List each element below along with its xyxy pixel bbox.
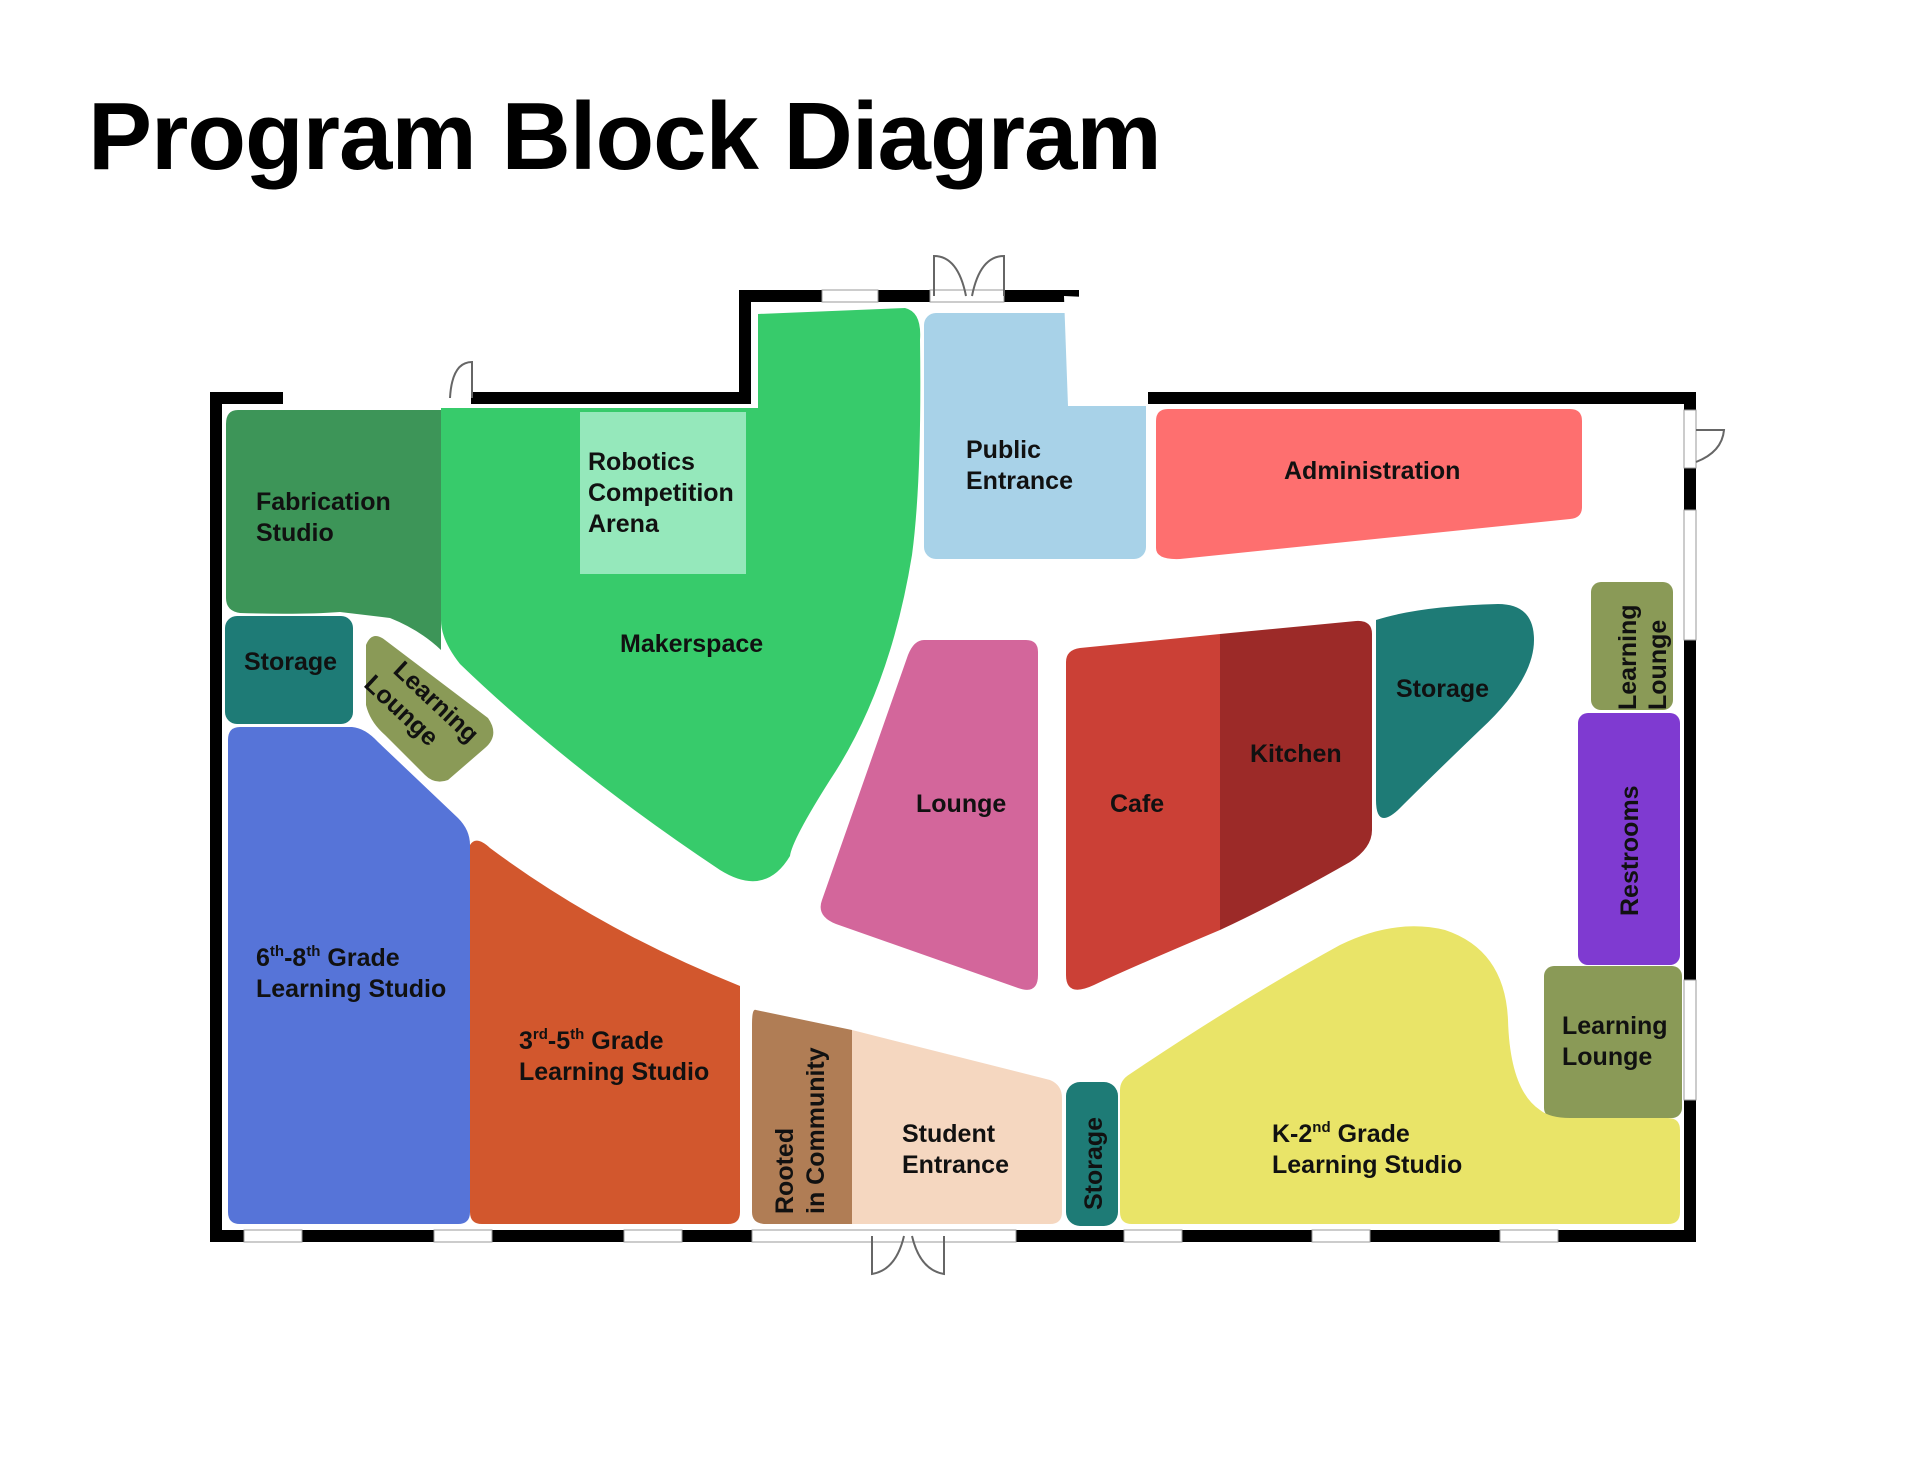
- label-cafe: Cafe: [1110, 790, 1164, 818]
- room-grade-6-8: [228, 727, 470, 1224]
- label-learning-lounge-right-top: Learning Lounge: [1614, 597, 1672, 710]
- room-administration: [1156, 409, 1582, 560]
- exterior-walls: [210, 290, 1696, 1242]
- door-south-right-icon: [911, 1235, 945, 1276]
- window-south-3: [623, 1229, 683, 1243]
- room-student-entrance: [852, 1030, 1062, 1224]
- label-learning-lounge-right: Learning Lounge: [1562, 1012, 1675, 1071]
- label-fabrication-studio: Fabrication Studio: [256, 488, 398, 547]
- room-rooted-in-community: [752, 1009, 852, 1224]
- room-storage-left: [225, 616, 353, 724]
- label-grade-k-2-line1: K-2nd Grade: [1272, 1119, 1410, 1148]
- window-east-2: [1683, 979, 1697, 1101]
- room-cafe: [1066, 634, 1220, 990]
- label-rooted-in-community: Rooted in Community: [771, 1047, 830, 1214]
- door-west-top-icon: [449, 360, 473, 399]
- label-grade-6-8-line2: Learning Studio: [256, 975, 446, 1003]
- label-student-entrance: Student Entrance: [902, 1120, 1009, 1179]
- label-robotics-arena: Robotics Competition Arena: [588, 448, 741, 538]
- door-south-left-icon: [871, 1235, 905, 1276]
- room-learning-lounge-diag: [366, 636, 494, 782]
- label-grade-k-2-line2: Learning Studio: [1272, 1151, 1462, 1179]
- doors: [449, 254, 1726, 1276]
- window-south-2: [433, 1229, 493, 1243]
- room-grade-3-5: [470, 840, 740, 1224]
- door-north-gap: [929, 289, 1005, 303]
- door-north-right-icon: [971, 254, 1005, 297]
- label-kitchen: Kitchen: [1250, 740, 1342, 768]
- label-public-entrance: Public Entrance: [966, 436, 1073, 495]
- room-makerspace: [441, 308, 921, 882]
- wall-openings: [243, 289, 1697, 1243]
- room-storage-right: [1376, 604, 1534, 818]
- door-north-left-icon: [933, 254, 967, 297]
- room-public-entrance-notch: [1064, 296, 1148, 406]
- door-east-gap: [1683, 409, 1697, 469]
- room-learning-lounge-right: [1544, 966, 1682, 1118]
- wall-north-left: [210, 290, 1696, 1242]
- room-lounge: [820, 640, 1038, 990]
- label-lounge: Lounge: [916, 790, 1006, 818]
- label-makerspace: Makerspace: [620, 630, 763, 658]
- room-kitchen: [1220, 620, 1372, 930]
- page-title: Program Block Diagram: [88, 83, 1162, 190]
- window-south-4: [1123, 1229, 1183, 1243]
- room-fabrication-studio: [226, 410, 441, 650]
- door-east-icon: [1695, 429, 1726, 463]
- label-storage-left: Storage: [244, 648, 337, 676]
- room-storage-bottom: [1066, 1082, 1118, 1226]
- window-south-5: [1311, 1229, 1371, 1243]
- window-north-1: [821, 289, 879, 303]
- room-robotics-arena: [580, 412, 746, 574]
- window-south-6: [1499, 1229, 1559, 1243]
- room-learning-lounge-right-top: [1591, 582, 1673, 710]
- label-grade-3-5-line2: Learning Studio: [519, 1058, 709, 1086]
- room-restrooms: [1578, 713, 1680, 965]
- room-grade-k-2: [1120, 926, 1680, 1224]
- label-grade-6-8-line1: 6th-8th Grade: [256, 943, 400, 972]
- label-administration: Administration: [1284, 457, 1460, 485]
- window-east-1: [1683, 509, 1697, 641]
- window-south-1: [243, 1229, 303, 1243]
- label-storage-bottom: Storage: [1080, 1117, 1108, 1210]
- door-south-gap: [751, 1229, 1017, 1243]
- label-grade-3-5-line1: 3rd-5th Grade: [519, 1026, 664, 1055]
- label-storage-right: Storage: [1396, 675, 1489, 703]
- label-restrooms: Restrooms: [1616, 785, 1644, 916]
